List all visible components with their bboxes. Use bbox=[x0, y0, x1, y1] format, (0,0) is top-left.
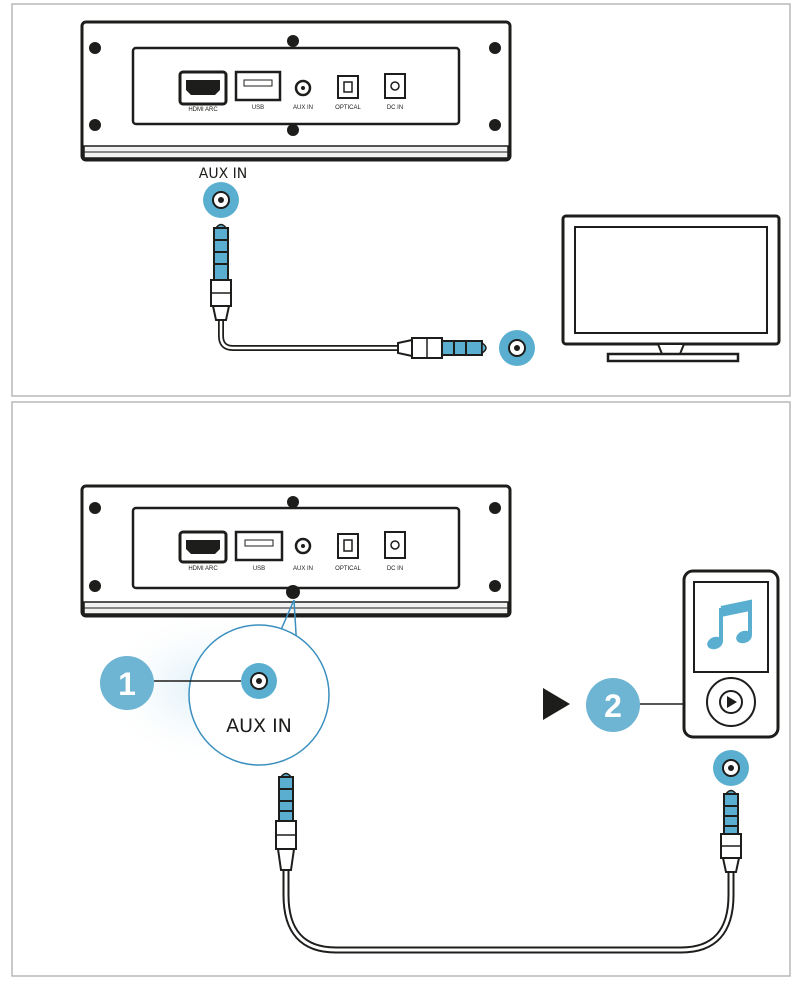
step-number-1: 1 bbox=[118, 666, 136, 702]
port-label-aux: AUX IN bbox=[293, 105, 313, 111]
screw-icon bbox=[89, 42, 101, 54]
play-button-icon bbox=[706, 677, 756, 727]
tv-audio-out-jack-icon bbox=[499, 330, 535, 366]
aux-cable-bottom bbox=[275, 772, 742, 954]
port-label-aux: AUX IN bbox=[293, 566, 313, 572]
optical-port-icon bbox=[337, 533, 359, 559]
screw-icon bbox=[287, 35, 299, 47]
screw-icon bbox=[286, 585, 300, 599]
tv-icon bbox=[561, 214, 781, 363]
screw-icon bbox=[489, 42, 501, 54]
optical-port-icon bbox=[337, 75, 359, 99]
step-number-2: 2 bbox=[604, 688, 622, 724]
port-label-hdmi: HDMI ARC bbox=[188, 107, 218, 113]
hdmi-port-icon bbox=[178, 70, 228, 106]
aux-port-icon bbox=[294, 79, 312, 97]
port-label-dc: DC IN bbox=[387, 566, 403, 572]
dc-port-icon bbox=[384, 531, 406, 559]
usb-port-icon bbox=[234, 530, 284, 562]
usb-port-icon bbox=[234, 70, 282, 102]
hdmi-port-icon bbox=[178, 530, 228, 564]
screw-icon bbox=[489, 580, 501, 592]
aux-cable-top bbox=[210, 223, 487, 359]
port-label-optical: OPTICAL bbox=[335, 105, 361, 111]
dc-port-icon bbox=[384, 73, 406, 99]
screw-icon bbox=[489, 119, 501, 131]
screw-icon bbox=[89, 119, 101, 131]
screw-icon bbox=[89, 502, 101, 514]
aux-jack-icon bbox=[203, 182, 239, 218]
port-label-hdmi: HDMI ARC bbox=[188, 566, 218, 572]
port-label-usb: USB bbox=[253, 566, 265, 572]
play-arrow-icon bbox=[543, 688, 570, 720]
screw-icon bbox=[287, 124, 299, 136]
aux-in-label-top: AUX IN bbox=[199, 166, 247, 182]
soundbar-rear-top: HDMI ARC USB AUX IN OPTICAL DC IN bbox=[80, 20, 512, 162]
aux-jack-zoomed-icon bbox=[241, 663, 277, 699]
aux-in-label-bottom: AUX IN bbox=[226, 715, 292, 737]
soundbar-rear-bottom: HDMI ARC USB AUX IN OPTICAL DC IN bbox=[80, 484, 512, 618]
aux-port-icon bbox=[294, 537, 312, 555]
step-badge-2: 2 bbox=[586, 678, 640, 732]
port-label-usb: USB bbox=[252, 105, 264, 111]
player-headphone-jack-icon bbox=[713, 750, 749, 786]
port-label-optical: OPTICAL bbox=[335, 566, 361, 572]
screw-icon bbox=[287, 496, 299, 508]
screw-icon bbox=[89, 580, 101, 592]
music-note-icon bbox=[707, 599, 752, 650]
port-label-dc: DC IN bbox=[387, 105, 403, 111]
music-player-icon bbox=[682, 569, 780, 739]
screw-icon bbox=[489, 502, 501, 514]
step-badge-1: 1 bbox=[100, 656, 154, 710]
